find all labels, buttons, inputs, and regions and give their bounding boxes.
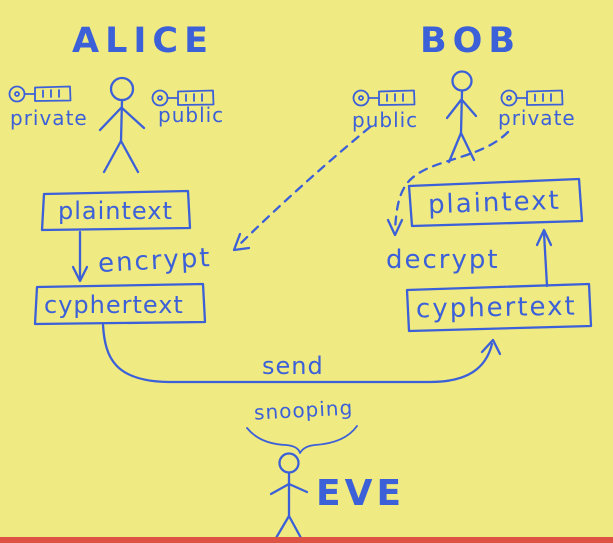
bob-plaintext-text: plaintext bbox=[427, 185, 562, 221]
bob-cyphertext-text: cyphertext bbox=[415, 291, 577, 325]
decrypt-label: decrypt bbox=[386, 245, 500, 275]
bob-cyphertext-box bbox=[405, 282, 593, 333]
send-label: send bbox=[262, 352, 324, 380]
bob-public-key-label: public bbox=[352, 108, 419, 132]
bob-private-key-icon bbox=[500, 89, 564, 107]
snooping-brace bbox=[246, 425, 358, 454]
bob-private-key-label: private bbox=[498, 106, 576, 130]
snooping-label: snooping bbox=[253, 395, 354, 425]
eve-figure-icon bbox=[269, 452, 309, 540]
bob-figure-icon bbox=[445, 70, 478, 164]
cyphertext-to-plaintext-arrow bbox=[535, 228, 553, 288]
send-path-arrow bbox=[101, 323, 502, 384]
encrypt-label: encrypt bbox=[97, 243, 213, 279]
alice-plaintext-text: plaintext bbox=[58, 197, 173, 225]
bob-title: BOB bbox=[420, 21, 522, 61]
alice-private-key-icon bbox=[8, 85, 72, 103]
public-key-to-encrypt-arrow bbox=[232, 125, 372, 252]
alice-title: ALICE bbox=[72, 21, 215, 61]
alice-cyphertext-text: cyphertext bbox=[44, 291, 184, 319]
alice-plaintext-box bbox=[40, 189, 192, 232]
photo-edge-strip bbox=[0, 537, 613, 543]
alice-public-key-label: public bbox=[158, 103, 225, 127]
private-key-to-decrypt-arrow bbox=[386, 130, 510, 237]
plaintext-to-cyphertext-arrow bbox=[71, 230, 89, 283]
alice-figure-icon bbox=[98, 76, 146, 174]
alice-private-key-label: private bbox=[10, 106, 88, 130]
bob-plaintext-box bbox=[407, 177, 584, 228]
alice-cyphertext-box bbox=[33, 282, 207, 326]
bob-public-key-icon bbox=[352, 89, 416, 107]
eve-title: EVE bbox=[316, 473, 406, 514]
